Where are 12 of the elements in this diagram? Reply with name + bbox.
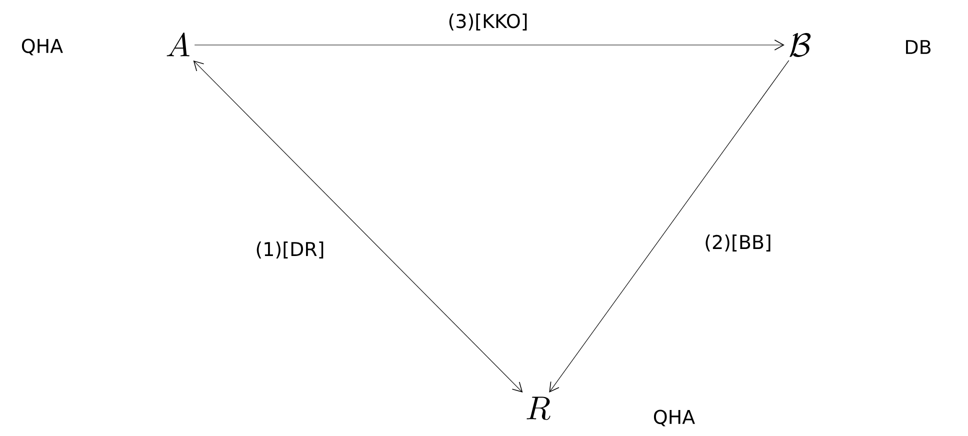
arrow: [194, 40, 784, 50]
arrow: [193, 60, 523, 393]
edge-label: (2)[BB]: [703, 234, 773, 252]
side-label: QHA: [22, 38, 63, 56]
edge-label: (1)[DR]: [254, 240, 326, 260]
side-label: QHA: [654, 410, 695, 426]
math-symbol: $R$: [526, 396, 550, 420]
edge-label: (3)[KKO]: [446, 12, 530, 32]
math-symbol: $A$: [166, 32, 190, 56]
side-label: DB: [906, 40, 930, 54]
arrow: [549, 60, 790, 393]
math-symbol: $\mathcal{B}$: [790, 32, 811, 57]
